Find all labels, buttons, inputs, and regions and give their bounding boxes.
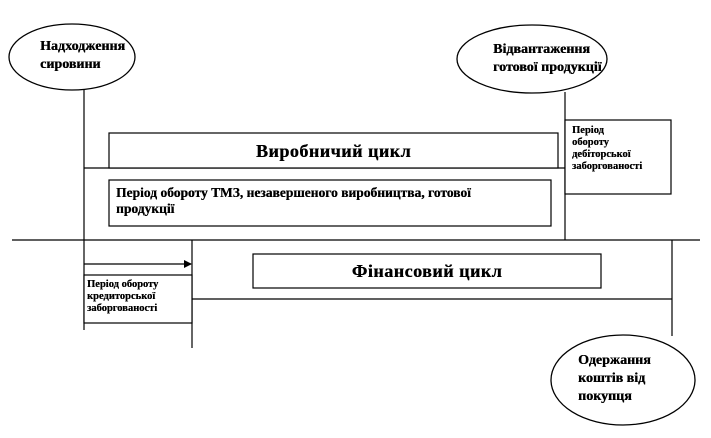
shipment-line1: Відвантаження xyxy=(493,42,590,57)
receivables-turnover-box xyxy=(564,119,672,195)
financial-cycle-label: Фінансовий цикл xyxy=(351,261,503,281)
raw-materials-line2: сировини xyxy=(40,56,101,72)
inventory-turnover-box xyxy=(108,179,552,227)
shipment-ellipse xyxy=(456,24,608,94)
receivables-turnover-label: Період обороту дебіторської заборгованос… xyxy=(572,125,668,173)
receivables-turnover-line4: заборгованості xyxy=(572,161,643,173)
inventory-turnover-line1: Період обороту ТМЗ, незавершеного виробн… xyxy=(116,185,471,200)
raw-materials-line1: Надходження xyxy=(40,39,126,54)
payment-received-ellipse xyxy=(550,334,696,426)
payment-received-line3: покупця xyxy=(578,389,632,405)
shipment-label: Відвантаження готової продукції xyxy=(493,41,623,76)
production-cycle-label: Виробничий цикл xyxy=(255,141,412,161)
shipment-line2: готової продукції xyxy=(493,59,602,75)
payables-turnover-line3: заборгованості xyxy=(87,303,158,315)
receivables-turnover-line3: дебіторської xyxy=(572,149,631,161)
raw-materials-label: Надходження сировини xyxy=(40,38,150,73)
raw-materials-ellipse xyxy=(8,23,136,91)
payables-turnover-label: Період обороту кредиторської заборговано… xyxy=(87,279,191,315)
payment-received-line1: Одержання xyxy=(578,353,651,368)
receivables-turnover-line1: Період xyxy=(572,125,604,136)
payment-received-label: Одержання коштів від покупця xyxy=(578,352,678,407)
payables-turnover-box xyxy=(83,274,193,324)
inventory-turnover-label: Період обороту ТМЗ, незавершеного виробн… xyxy=(116,185,548,217)
inventory-turnover-line2: продукції xyxy=(116,201,175,217)
financial-cycle-box xyxy=(252,253,602,289)
payables-turnover-line1: Період обороту xyxy=(87,279,159,290)
production-cycle-box xyxy=(108,132,559,169)
payables-turnover-line2: кредиторської xyxy=(87,291,156,303)
payment-received-line2: коштів від xyxy=(578,371,646,387)
receivables-turnover-line2: обороту xyxy=(572,137,609,149)
